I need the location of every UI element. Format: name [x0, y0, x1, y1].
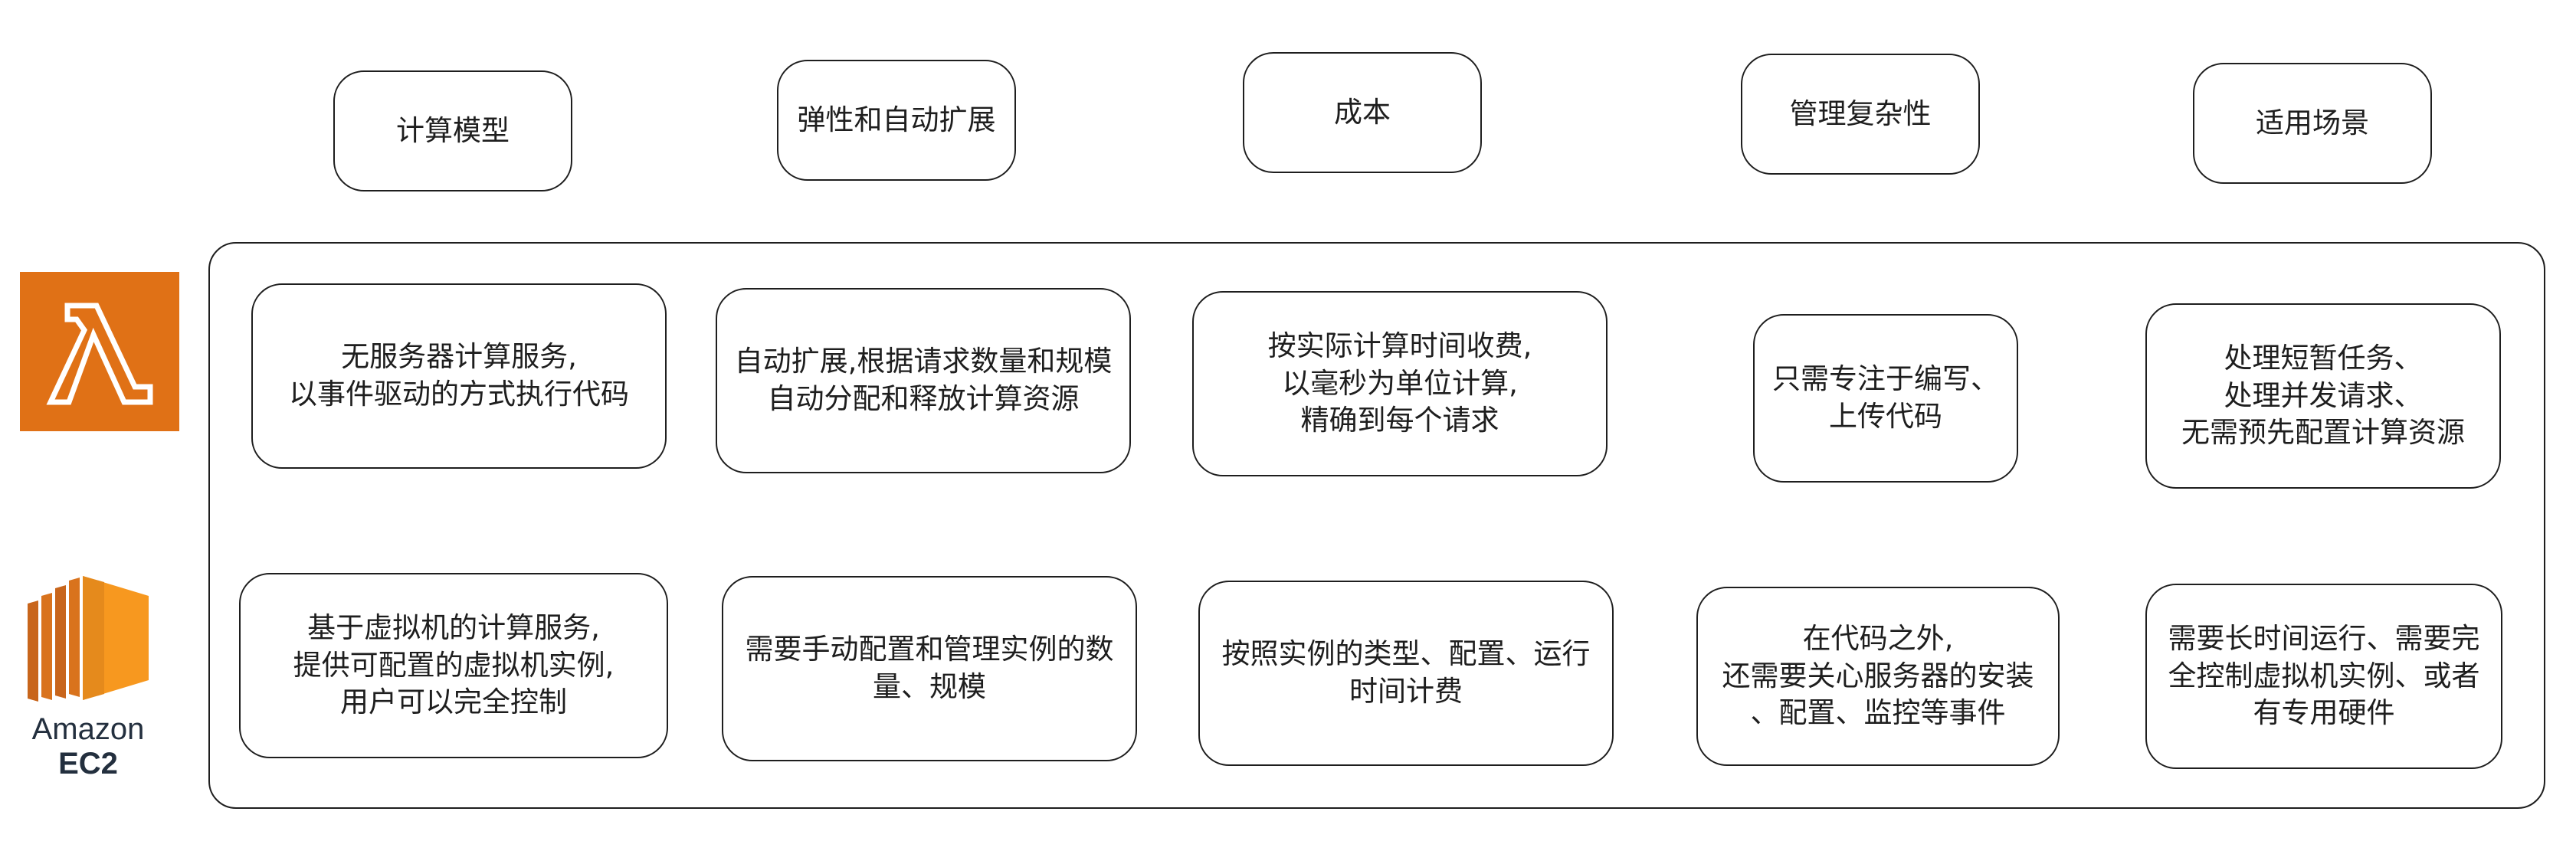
header-use-cases: 适用场景	[2193, 63, 2432, 184]
lambda-compute-model-cell: 无服务器计算服务, 以事件驱动的方式执行代码	[251, 283, 667, 469]
lambda-elasticity-cell: 自动扩展,根据请求数量和规模 自动分配和释放计算资源	[716, 288, 1131, 473]
header-cost: 成本	[1243, 52, 1482, 173]
comparison-container	[208, 242, 2545, 809]
lambda-use-cases-cell: 处理短暂任务、 处理并发请求、 无需预先配置计算资源	[2145, 303, 2501, 489]
ec2-use-cases-cell: 需要长时间运行、需要完 全控制虚拟机实例、或者 有专用硬件	[2145, 584, 2502, 769]
ec2-elasticity-cell: 需要手动配置和管理实例的数 量、规模	[722, 576, 1137, 761]
lambda-management-cell: 只需专注于编写、 上传代码	[1753, 314, 2018, 483]
header-management-complexity: 管理复杂性	[1741, 54, 1980, 175]
aws-lambda-icon	[20, 272, 179, 431]
ec2-label-amazon: Amazon	[31, 712, 145, 746]
ec2-compute-model-cell: 基于虚拟机的计算服务, 提供可配置的虚拟机实例, 用户可以完全控制	[239, 573, 668, 758]
lambda-cost-cell: 按实际计算时间收费, 以毫秒为单位计算, 精确到每个请求	[1192, 291, 1608, 476]
aws-ec2-icon	[28, 576, 149, 702]
ec2-cost-cell: 按照实例的类型、配置、运行 时间计费	[1198, 581, 1614, 766]
ec2-label-ec2: EC2	[58, 747, 118, 780]
ec2-management-cell: 在代码之外, 还需要关心服务器的安装 、配置、监控等事件	[1696, 587, 2060, 766]
header-elasticity: 弹性和自动扩展	[777, 60, 1016, 181]
header-compute-model: 计算模型	[333, 70, 572, 191]
